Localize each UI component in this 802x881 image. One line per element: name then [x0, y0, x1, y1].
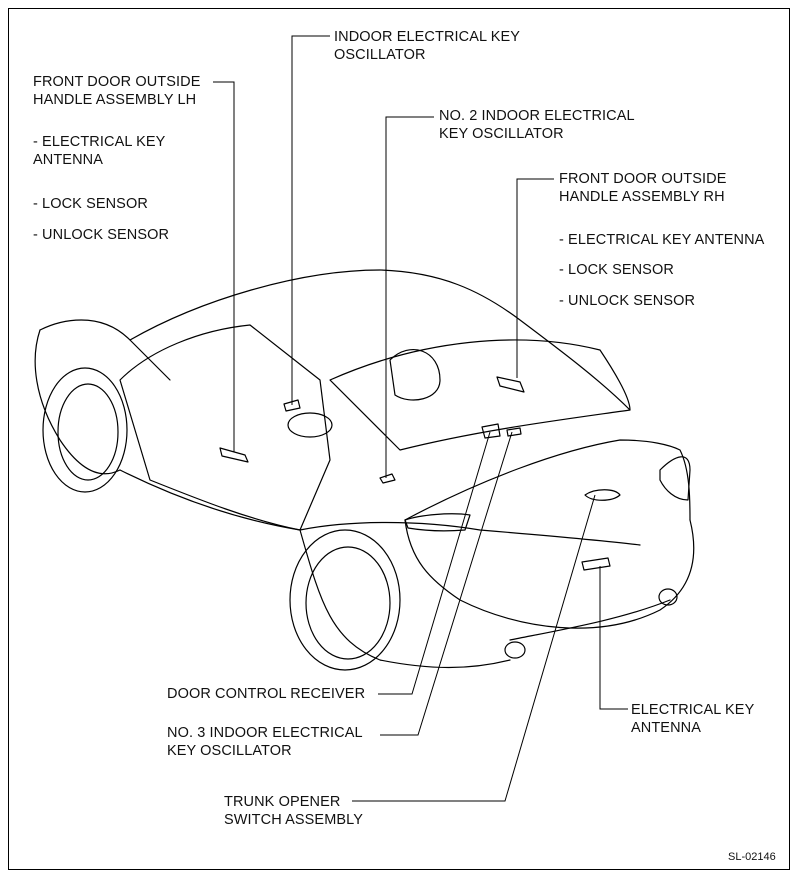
- no3-osc-part: [506, 427, 522, 437]
- front-wheel-outer: [42, 367, 128, 493]
- no2-osc-part: [379, 473, 396, 484]
- car-roof-line: [129, 269, 631, 411]
- car-tail-light-rh: [659, 456, 691, 501]
- leader-trunk-switch: [352, 494, 596, 802]
- rear-wheel-outer: [289, 529, 401, 671]
- label-rh-unlock-sensor: - UNLOCK SENSOR: [559, 293, 696, 309]
- car-door-opening: [119, 324, 331, 531]
- leader-no3-osc: [380, 431, 513, 736]
- car-rear-quarter: [299, 521, 641, 546]
- front-wheel-inner: [57, 383, 119, 481]
- exhaust-right: [658, 588, 678, 606]
- car-front-outline: [34, 329, 121, 475]
- rear-antenna-part: [581, 557, 611, 571]
- label-door-control-receiver: DOOR CONTROL RECEIVER: [167, 686, 366, 702]
- figure-code: SL-02146: [728, 851, 776, 863]
- car-hood-line: [39, 319, 171, 381]
- car-rear-window: [329, 339, 631, 451]
- leader-front-rh: [516, 178, 554, 378]
- leader-front-lh: [213, 81, 235, 452]
- label-rh-antenna: - ELECTRICAL KEY ANTENNA: [559, 232, 765, 248]
- car-rear-bumper: [404, 519, 695, 629]
- indoor-osc-part: [283, 399, 301, 412]
- leader-indoor-osc: [291, 35, 330, 405]
- rear-wheel-inner: [305, 546, 391, 660]
- leader-elec-antenna: [599, 566, 628, 710]
- leader-no2-osc: [385, 116, 434, 478]
- leader-door-receiver: [378, 431, 491, 695]
- diagram-frame: [8, 8, 790, 870]
- car-rear-diffuser: [509, 599, 671, 641]
- car-tail-light: [404, 513, 471, 532]
- lh-handle-part: [219, 447, 249, 463]
- car-trunk-lid: [404, 439, 691, 521]
- car-rear-lower: [299, 529, 511, 669]
- door-receiver-part: [481, 423, 501, 439]
- rh-handle-part: [496, 376, 525, 393]
- label-lh-unlock-sensor: - UNLOCK SENSOR: [33, 227, 170, 243]
- car-steering-wheel: [389, 349, 441, 401]
- car-rear-seat: [287, 412, 333, 438]
- label-lh-lock-sensor: - LOCK SENSOR: [33, 196, 148, 212]
- label-rh-lock-sensor: - LOCK SENSOR: [559, 262, 674, 278]
- exhaust-left: [504, 641, 526, 659]
- trunk-switch-part: [584, 489, 621, 501]
- car-side-sill: [119, 469, 301, 531]
